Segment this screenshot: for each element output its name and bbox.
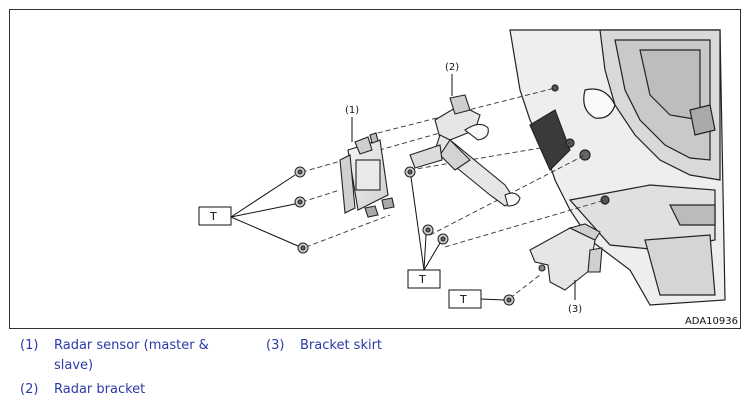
legend-item-3: (3) Bracket skirt <box>246 336 470 356</box>
figure-id: ADA10936 <box>684 316 738 327</box>
torque-label-2: T <box>418 273 426 286</box>
legend-num-2: (2) <box>20 382 39 397</box>
legend-text-3: Bracket skirt <box>300 338 383 353</box>
leader-lines <box>230 74 576 301</box>
diagram-drawing: (1) (2) (3) T T T <box>198 29 726 315</box>
legend-num-3: (3) <box>266 338 285 353</box>
torque-box-3: T <box>448 289 482 309</box>
legend-item-2: (2) Radar bracket <box>0 380 224 400</box>
alignment-lines <box>301 87 606 299</box>
legend-text-2: Radar bracket <box>54 382 146 397</box>
vehicle-body <box>509 29 726 306</box>
callout-3: (3) <box>568 304 582 315</box>
torque-box-1: T <box>198 206 232 226</box>
radar-bracket <box>409 94 521 207</box>
callout-2: (2) <box>445 62 459 73</box>
legend-item-1: (1) Radar sensor (master & slave) <box>0 336 224 376</box>
nuts <box>294 166 515 306</box>
callout-1: (1) <box>345 105 359 116</box>
torque-label-1: T <box>209 210 217 223</box>
torque-label-3: T <box>459 293 467 306</box>
radar-sensor <box>339 132 395 218</box>
torque-box-2: T <box>407 269 441 289</box>
bracket-skirt <box>529 223 603 291</box>
legend-num-1: (1) <box>20 338 39 353</box>
exploded-diagram: (1) (2) (3) T T T ADA10936 <box>9 9 741 329</box>
legend-text-1: Radar sensor (master & slave) <box>54 338 209 373</box>
